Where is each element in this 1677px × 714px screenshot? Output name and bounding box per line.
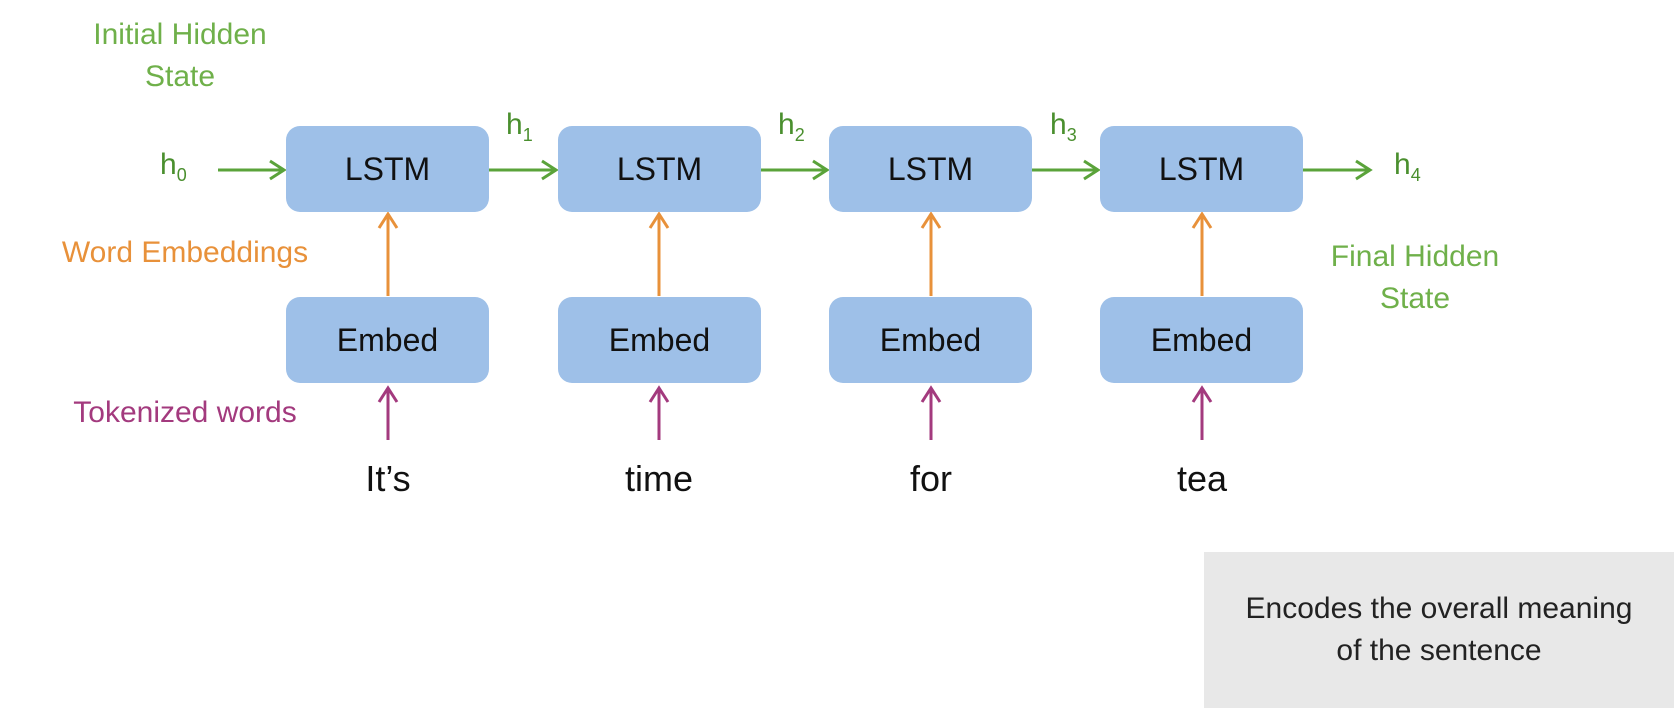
- lstm-cell-3: LSTM: [829, 126, 1032, 212]
- token-word-1: It’s: [365, 458, 411, 499]
- token-arrows: [377, 385, 1213, 440]
- initial-hidden-state-label: Initial Hidden State: [93, 18, 267, 93]
- embed-cell-4: Embed: [1100, 297, 1303, 383]
- hidden-h2: h2: [778, 108, 805, 145]
- hidden-h3: h3: [1050, 108, 1077, 145]
- tokenized-words-label: Tokenized words: [73, 396, 297, 429]
- hidden-h0: h0: [160, 148, 187, 185]
- embed-cell-3: Embed: [829, 297, 1032, 383]
- embed-cell-2: Embed: [558, 297, 761, 383]
- hidden-h4: h4: [1394, 148, 1421, 185]
- note-text: Encodes the overall meaning of the sente…: [1245, 592, 1633, 667]
- hidden-arrows: [218, 159, 1373, 181]
- final-hidden-state-label: Final Hidden State: [1330, 240, 1500, 315]
- token-word-3: for: [909, 458, 952, 499]
- lstm-cell-1: LSTM: [286, 126, 489, 212]
- embed-cell-1: Embed: [286, 297, 489, 383]
- embedding-arrows: [377, 211, 1213, 296]
- note-box: Encodes the overall meaning of the sente…: [1204, 552, 1674, 708]
- hidden-h1: h1: [506, 108, 533, 145]
- lstm-cell-2: LSTM: [558, 126, 761, 212]
- lstm-cell-4: LSTM: [1100, 126, 1303, 212]
- token-word-4: tea: [1176, 458, 1228, 499]
- token-word-2: time: [624, 458, 693, 499]
- word-embeddings-label: Word Embeddings: [61, 236, 309, 269]
